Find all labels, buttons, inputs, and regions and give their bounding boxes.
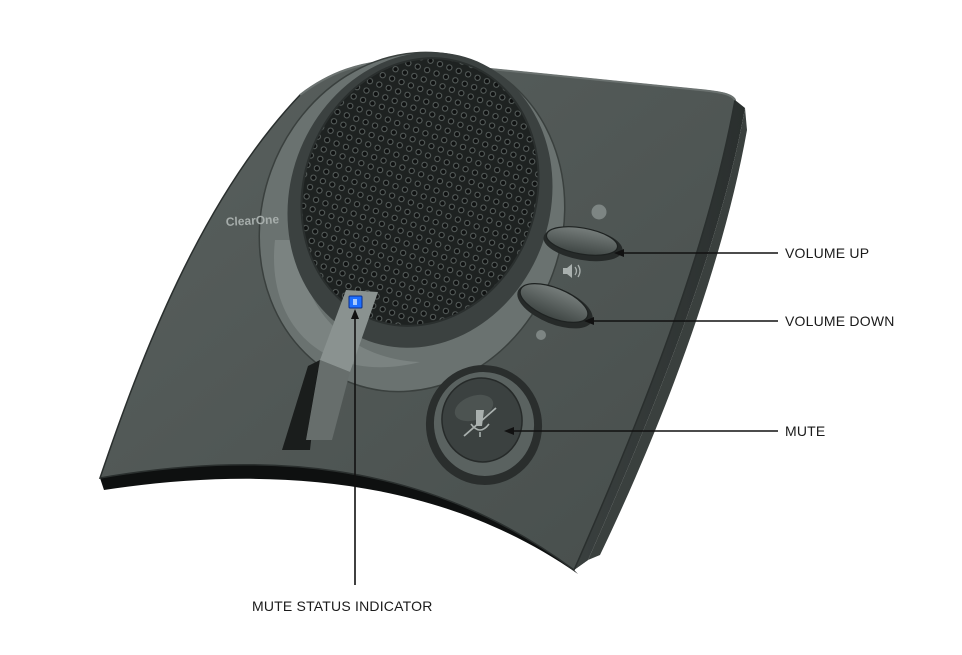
mute-button[interactable]: [416, 356, 551, 494]
mute-label: MUTE: [785, 423, 825, 439]
device-side-wall: [574, 100, 747, 570]
mute-microphone-icon: [463, 407, 497, 437]
speaker-bezel-crescent: [273, 240, 420, 368]
volume-up-button[interactable]: [541, 221, 625, 266]
volume-up-arrowhead: [614, 249, 624, 257]
volume-up-dot-icon: [591, 204, 607, 220]
leader-lines: [351, 249, 778, 585]
mute-arrowhead: [504, 427, 514, 435]
speaker-icon: [563, 264, 581, 278]
mute-status-indicator-label: MUTE STATUS INDICATOR: [252, 598, 433, 614]
brand-logo: ClearOne: [225, 212, 279, 229]
volume-down-arrowhead: [584, 317, 594, 325]
volume-up-label: VOLUME UP: [785, 245, 869, 261]
mute-status-indicator-arrowhead: [351, 309, 359, 319]
volume-down-dot-icon: [536, 330, 546, 340]
speaker-grille: [300, 57, 540, 327]
volume-down-button[interactable]: [511, 274, 599, 337]
mute-status-indicator: [282, 290, 378, 450]
volume-down-label: VOLUME DOWN: [785, 313, 895, 329]
